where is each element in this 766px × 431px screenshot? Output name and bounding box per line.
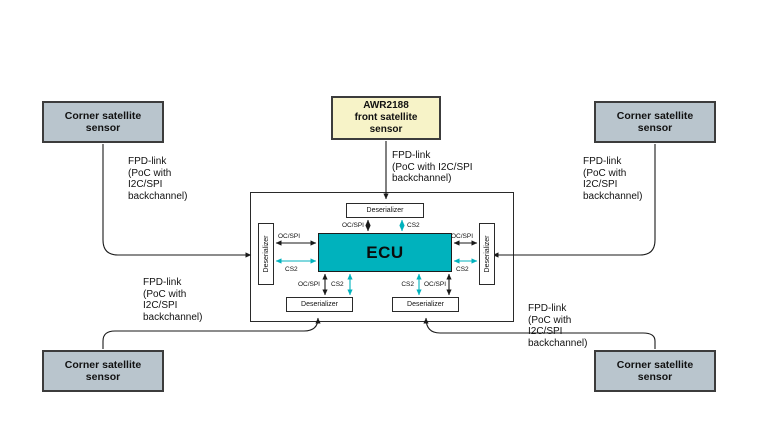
- signal-label-cs2-right: CS2: [456, 266, 469, 273]
- signal-label-cs2-top: CS2: [407, 222, 420, 229]
- fpd-link-label-bottom-left: FPD-link (PoC with I2C/SPI backchannel): [143, 277, 203, 323]
- front-sensor-awr2188: AWR2188 front satellite sensor: [331, 96, 441, 140]
- signal-label-ocspi-bottom-left: OC/SPI: [297, 281, 320, 288]
- fpd-link-label-top-left: FPD-link (PoC with I2C/SPI backchannel): [128, 156, 188, 202]
- fpd-link-label-front: FPD-link (PoC with I2C/SPI backchannel): [392, 150, 473, 185]
- signal-label-cs2-bottom-left: CS2: [331, 281, 344, 288]
- signal-label-cs2-left: CS2: [285, 266, 298, 273]
- corner-sensor-bottom-left: Corner satellite sensor: [42, 350, 164, 392]
- corner-sensor-bottom-right: Corner satellite sensor: [594, 350, 716, 392]
- fpd-link-label-top-right: FPD-link (PoC with I2C/SPI backchannel): [583, 156, 643, 202]
- deserializer-top: Deserializer: [346, 203, 424, 218]
- corner-sensor-top-left: Corner satellite sensor: [42, 101, 164, 143]
- fpd-link-label-bottom-right: FPD-link (PoC with I2C/SPI backchannel): [528, 303, 588, 349]
- signal-label-ocspi-top: OC/SPI: [341, 222, 364, 229]
- deserializer-right: Deserializer: [479, 223, 495, 285]
- signal-label-ocspi-left: OC/SPI: [278, 233, 301, 240]
- deserializer-bottom-left: Deserializer: [286, 297, 353, 312]
- ecu-block: ECU: [318, 233, 452, 272]
- signal-label-cs2-bottom-right: CS2: [401, 281, 414, 288]
- fpd-link-wire-bottom-left: [102, 317, 321, 349]
- corner-sensor-top-right: Corner satellite sensor: [594, 101, 716, 143]
- signal-label-ocspi-right: OC/SPI: [451, 233, 474, 240]
- deserializer-left: Deserializer: [258, 223, 274, 285]
- deserializer-bottom-right: Deserializer: [392, 297, 459, 312]
- signal-label-ocspi-bottom-right: OC/SPI: [424, 281, 447, 288]
